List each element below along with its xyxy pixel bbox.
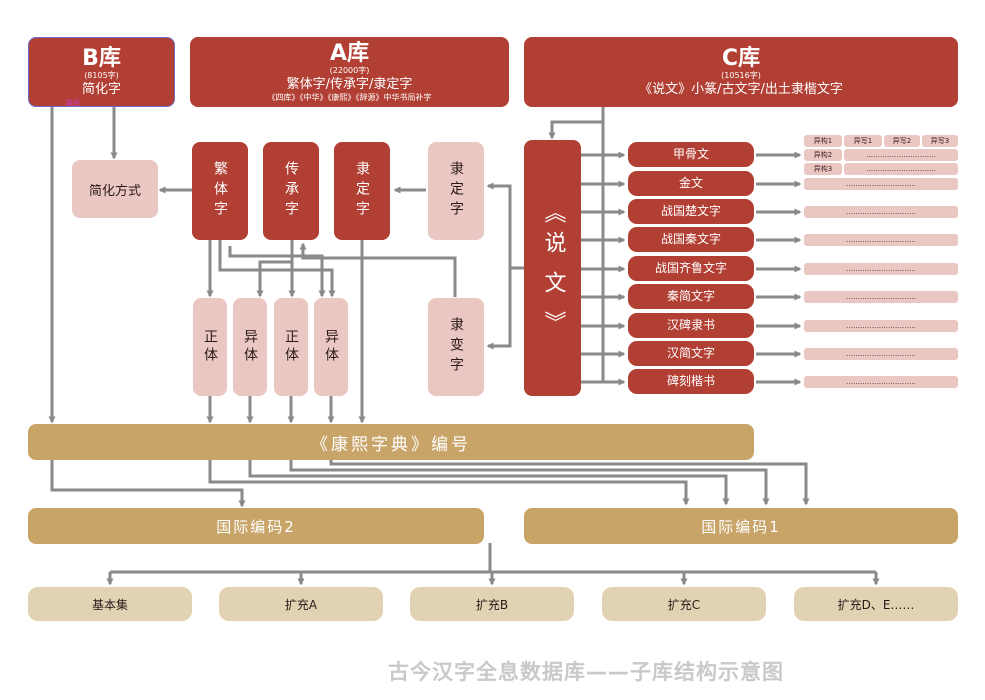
intl-code-1-bar: 国际编码1 — [524, 508, 958, 544]
variant-dots-chu: ………………………… — [804, 206, 958, 218]
chuancheng-label: 传承字 — [283, 161, 299, 221]
variant-header-yixie2: 异写2 — [884, 135, 920, 147]
c-library-title: C库 — [721, 45, 761, 71]
zhengti-label-2: 正体 — [283, 329, 299, 365]
variant-row-dots-1: ………………………… — [844, 149, 958, 161]
shuowen-label: 说文 — [540, 231, 566, 311]
variant-row-yigou3: 异构3 — [804, 163, 842, 175]
c-item-beike-kaishu: 碑刻楷书 — [628, 369, 754, 394]
shuowen-close: 》 — [540, 311, 566, 335]
variant-dots-jinwen: ………………………… — [804, 178, 958, 190]
variant-header-yixie3: 异写3 — [922, 135, 958, 147]
zhengti-box-1: 正体 — [193, 298, 227, 396]
c-item-qinjian: 秦简文字 — [628, 284, 754, 309]
zhengti-label-1: 正体 — [202, 329, 218, 365]
set-ext-de: 扩充D、E…… — [794, 587, 958, 621]
liding-label: 隶定字 — [354, 161, 370, 221]
variant-row-yigou2: 异构2 — [804, 149, 842, 161]
a-library-count: (22000字) — [329, 65, 370, 75]
c-item-zhanguo-chu: 战国楚文字 — [628, 199, 754, 224]
kangxi-number-bar: 《康熙字典》编号 — [28, 424, 754, 460]
zhengti-box-2: 正体 — [274, 298, 308, 396]
set-ext-de-label: 扩充D、E…… — [837, 597, 915, 612]
kangxi-number-label: 《康熙字典》编号 — [311, 434, 471, 455]
b-library-count: (8105字) — [84, 70, 119, 80]
intl-code-1-label: 国际编码1 — [701, 517, 781, 536]
intl-code-2-label: 国际编码2 — [216, 517, 296, 536]
libianzi-box: 隶变字 — [428, 298, 484, 396]
c-library-count: (10516字) — [721, 70, 761, 80]
set-ext-c-label: 扩充C — [667, 597, 701, 612]
yiti-box-1: 异体 — [233, 298, 267, 396]
c-item-zhanguo-qilu: 战国齐鲁文字 — [628, 256, 754, 281]
simplification-method-label: 简化方式 — [88, 183, 141, 199]
yiti-label-2: 异体 — [323, 329, 339, 365]
shuowen-open: 《 — [540, 201, 566, 225]
libianzi-label: 隶变字 — [448, 317, 464, 377]
lidingzi-box: 隶定字 — [428, 142, 484, 240]
set-basic-label: 基本集 — [91, 597, 128, 612]
set-ext-a-label: 扩充A — [284, 597, 318, 612]
c-item-hanbei-lishu: 汉碑隶书 — [628, 313, 754, 338]
variant-dots-qinjian: ………………………… — [804, 291, 958, 303]
variant-dots-hanbei: ………………………… — [804, 320, 958, 332]
a-library-title: A库 — [329, 40, 370, 66]
variant-dots-hanjian: ………………………… — [804, 348, 958, 360]
c-item-jinwen: 金文 — [628, 171, 754, 196]
b-library-title: B库 — [82, 45, 121, 71]
set-basic: 基本集 — [28, 587, 192, 621]
set-ext-b-label: 扩充B — [475, 597, 509, 612]
a-library-desc: 繁体字/传承字/隶定字 — [286, 76, 413, 92]
simplification-method-box: 简化方式 — [72, 160, 158, 218]
set-ext-c: 扩充C — [602, 587, 766, 621]
b-library-desc: 简化字 — [81, 81, 121, 97]
c-library-box: C库 (10516字) 《说文》小篆/古文字/出土隶楷文字 — [524, 37, 958, 107]
intl-code-2-bar: 国际编码2 — [28, 508, 484, 544]
variant-row-dots-2: ………………………… — [844, 163, 958, 175]
c-library-desc: 《说文》小篆/古文字/出土隶楷文字 — [639, 81, 843, 97]
liding-column: 隶定字 — [334, 142, 390, 240]
chuancheng-column: 传承字 — [263, 142, 319, 240]
set-ext-b: 扩充B — [410, 587, 574, 621]
variant-dots-qilu: ………………………… — [804, 263, 958, 275]
fanti-label: 繁体字 — [212, 161, 228, 221]
set-ext-a: 扩充A — [219, 587, 383, 621]
yiti-label-1: 异体 — [242, 329, 258, 365]
c-item-zhanguo-qin: 战国秦文字 — [628, 227, 754, 252]
c-item-jiaguwen: 甲骨文 — [628, 142, 754, 167]
fanti-column: 繁体字 — [192, 142, 248, 240]
lidingzi-label: 隶定字 — [448, 161, 464, 221]
variant-header-yigou1: 异构1 — [804, 135, 842, 147]
variant-dots-beike: ………………………… — [804, 376, 958, 388]
c-item-hanjian: 汉简文字 — [628, 341, 754, 366]
shuowen-column: 《 说文 》 — [524, 140, 581, 396]
variant-dots-qin: ………………………… — [804, 234, 958, 246]
yiti-box-2: 异体 — [314, 298, 348, 396]
a-library-box: A库 (22000字) 繁体字/传承字/隶定字 《四库》《中华》《康熙》《辞源》… — [190, 37, 509, 107]
b-library-box: B库 (8105字) 简化字 — [28, 37, 175, 107]
path-tag: 路径 — [66, 99, 80, 107]
variant-header-yixie1: 异写1 — [844, 135, 882, 147]
diagram-footer-title: 古今汉字全息数据库——子库结构示意图 — [388, 660, 784, 684]
a-library-sources: 《四库》《中华》《康熙》《辞源》中华书局补字 — [267, 92, 432, 102]
